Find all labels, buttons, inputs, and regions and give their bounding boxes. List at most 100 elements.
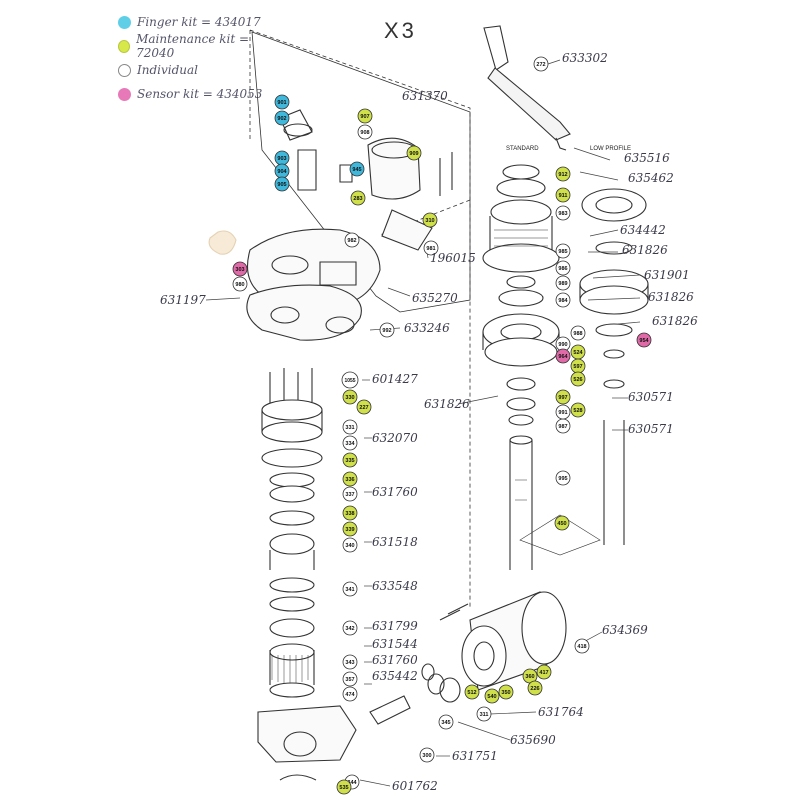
badge-circle [357,124,373,140]
exploded-view-frame [251,31,471,313]
badge-number: 904 [277,169,287,175]
badge-number: 992 [382,328,391,334]
badge-number: 983 [558,211,567,217]
badge-layer: 9019029039049059079089099453102839829813… [232,56,652,795]
badge-number: 903 [277,156,286,162]
badge-number: 512 [467,690,476,696]
badge-circle [419,747,435,763]
part-number-label: 634442 [620,223,666,237]
part-callout-badge: 987 [555,418,571,434]
part-callout-badge: 982 [344,232,360,248]
part-number-label: 631826 [652,314,698,328]
badge-number: 540 [487,694,496,700]
badge-circle [342,452,358,468]
badge-circle [484,688,500,704]
badge-circle [274,94,290,110]
badge-number: 597 [573,364,582,370]
part-callout-badge: 311 [476,706,492,722]
part-number-label: 635442 [372,669,418,683]
part-callout-badge: 524 [570,344,586,360]
badge-circle [555,187,571,203]
part-callout-badge: 474 [342,686,358,702]
part-number-label: 631799 [372,619,418,633]
legend-sensor-kit: Sensor kit = 434053 [118,82,278,106]
part-number-label: 601762 [392,779,438,793]
badge-number: 909 [409,151,418,157]
part-callout-badge: 283 [350,190,366,206]
part-callout-badge: 528 [570,402,586,418]
part-callout-badge: 338 [342,505,358,521]
badge-number: 1055 [344,378,355,384]
badge-circle [536,664,552,680]
badge-circle [356,399,372,415]
badge-circle [555,166,571,182]
part-callout-badge: 535 [336,779,352,795]
badge-number: 450 [557,521,566,527]
badge-circle [349,161,365,177]
badge-number: 417 [539,670,548,676]
part-number-label: 634369 [602,623,648,637]
part-callout-badge: 904 [274,163,290,179]
legend-maintenance-kit: Maintenance kit = 72040 [118,32,278,60]
part-callout-badge: 911 [555,187,571,203]
badge-number: 526 [573,377,582,383]
badge-circle [555,404,571,420]
legend-individual: Individual [118,58,278,82]
part-callout-badge: 912 [555,166,571,182]
badge-number: 344 [347,780,357,786]
badge-number: 905 [277,182,286,188]
part-callout-badge: 341 [342,581,358,597]
kit-legend: Finger kit = 434017 Maintenance kit = 72… [118,10,278,106]
part-callout-badge: 417 [536,664,552,680]
part-number-label: 631544 [372,637,418,651]
badge-number: 954 [639,338,649,344]
part-callout-badge: 991 [555,404,571,420]
badge-number: 990 [558,342,567,348]
badge-number: 964 [558,354,568,360]
badge-circle [574,638,590,654]
badge-circle [342,620,358,636]
badge-circle [336,779,352,795]
legend-label: Sensor kit = 434053 [137,87,263,101]
badge-number: 995 [558,476,567,482]
badge-number: 283 [353,196,362,202]
badge-number: 300 [422,753,431,759]
part-number-label: 631518 [372,535,418,549]
badge-circle [342,471,358,487]
part-callout-badge: 337 [342,486,358,502]
badge-number: 901 [277,100,286,106]
part-number-label: 631764 [538,705,584,719]
badge-circle [342,537,358,553]
part-callout-badge: 905 [274,176,290,192]
badge-circle [342,419,358,435]
part-number-label: 632070 [372,431,418,445]
badge-number: 907 [360,114,369,120]
badge-circle [342,505,358,521]
part-callout-badge: 1055 [341,371,359,389]
badge-circle [232,276,248,292]
part-callout-badge: 540 [484,688,500,704]
badge-number: 330 [345,395,354,401]
drawing-title: X3 [384,18,417,43]
badge-circle [570,402,586,418]
part-number-label: 631826 [648,290,694,304]
badge-circle [350,190,366,206]
part-number-label: 601427 [372,372,418,386]
part-number-label: 631901 [644,268,690,282]
part-callout-badge: 981 [423,240,439,256]
badge-number: 342 [345,626,354,632]
part-number-label: 633302 [562,51,608,65]
badge-number: 912 [558,172,567,178]
badge-number: 331 [345,425,354,431]
badge-circle [570,371,586,387]
part-callout-badge: 342 [342,620,358,636]
part-callout-badge: 992 [379,322,395,338]
part-callout-badge: 984 [555,292,571,308]
part-number-label: 631826 [424,397,470,411]
part-callout-badge: 901 [274,94,290,110]
part-callout-badge: 903 [274,150,290,166]
badge-number: 986 [558,266,567,272]
part-number-label: 631370 [402,89,448,103]
part-number-label: 633548 [372,579,418,593]
